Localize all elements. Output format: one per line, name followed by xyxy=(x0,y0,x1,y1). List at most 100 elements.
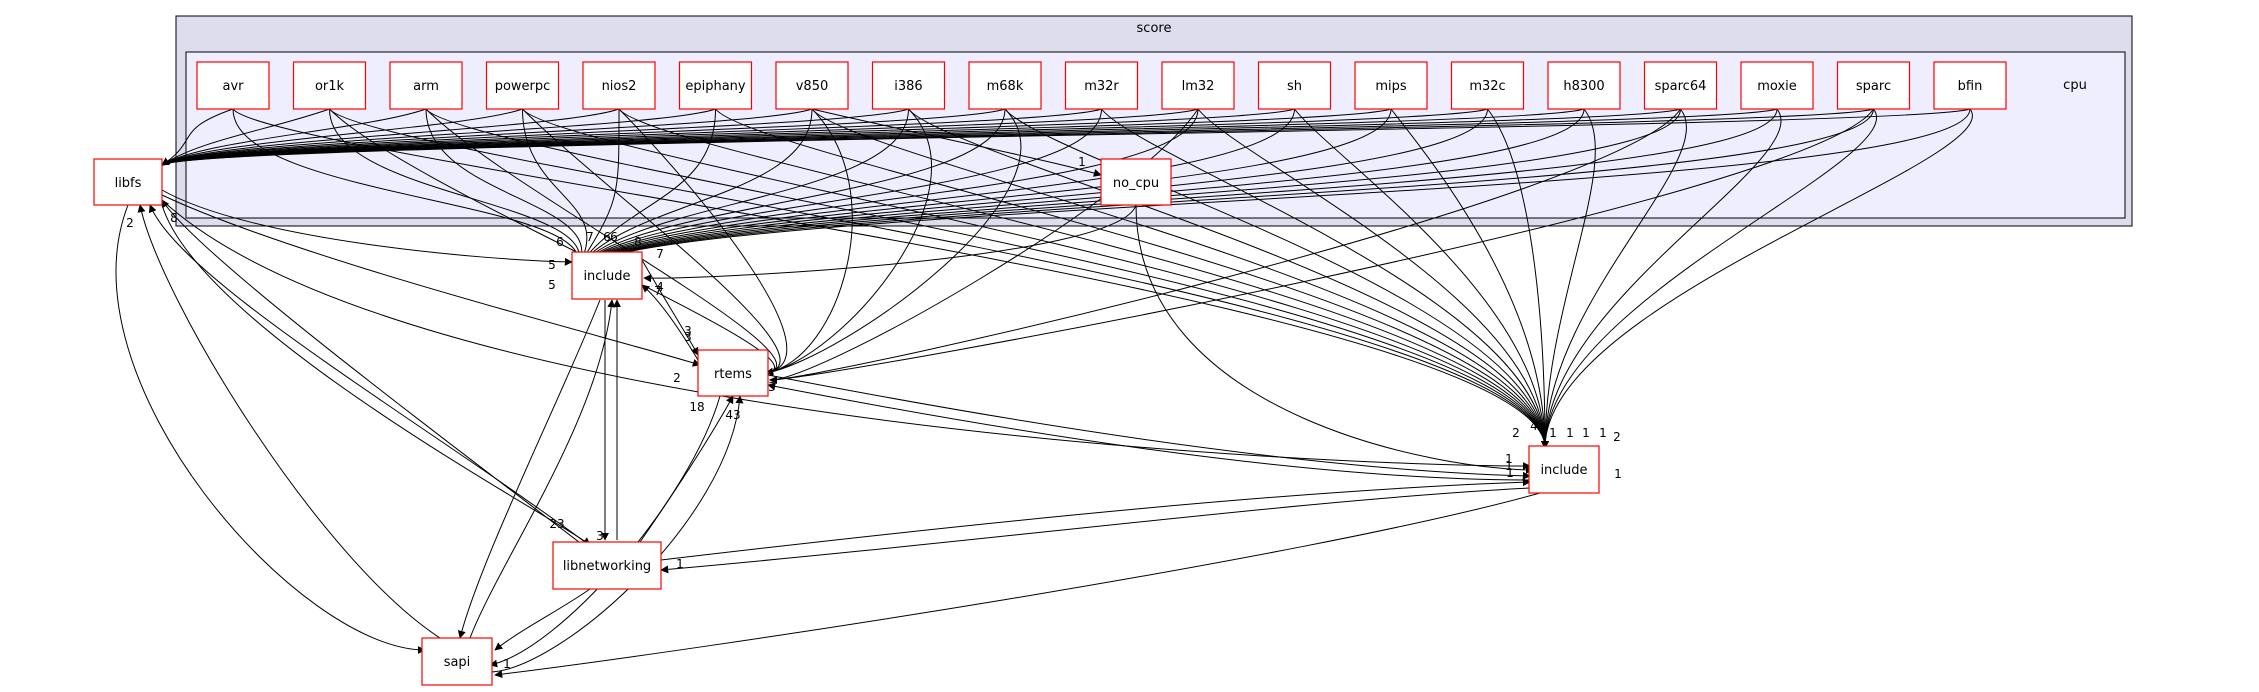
edge-label: 2 xyxy=(1613,430,1621,444)
node-cpu-arm-label: arm xyxy=(413,79,439,94)
node-sapi-label: sapi xyxy=(444,655,471,670)
edge-label: 4 xyxy=(656,280,664,294)
node-cpu-i386-label: i386 xyxy=(894,79,922,94)
node-rtems[interactable]: rtems xyxy=(697,349,769,397)
edge-70 xyxy=(161,189,573,266)
node-cpu-arm[interactable]: arm xyxy=(389,61,463,110)
node-cpu-sparc64-label: sparc64 xyxy=(1655,79,1707,94)
node-cpu-powerpc-label: powerpc xyxy=(495,79,551,94)
edge-28 xyxy=(1101,108,1549,449)
edge-55 xyxy=(1541,108,1973,449)
node-cpu-epiphany[interactable]: epiphany xyxy=(678,61,753,110)
edge-label: 43 xyxy=(725,408,740,422)
edge-68 xyxy=(643,204,1137,283)
node-libfs[interactable]: libfs xyxy=(93,158,163,206)
node-cpu-bfin-label: bfin xyxy=(1958,79,1983,94)
edge-4 xyxy=(329,108,1549,449)
edge-89 xyxy=(494,492,1541,679)
node-cpu-nios2[interactable]: nios2 xyxy=(582,61,656,110)
node-libnetworking[interactable]: libnetworking xyxy=(552,541,662,590)
edge-73 xyxy=(161,204,591,546)
edge-label: 1 xyxy=(1505,452,1513,466)
node-cpu-or1k-label: or1k xyxy=(315,79,345,94)
node-cpu-or1k[interactable]: or1k xyxy=(292,61,367,110)
node-cpu-avr[interactable]: avr xyxy=(196,61,270,110)
edge-58 xyxy=(425,108,777,376)
edge-33 xyxy=(574,108,1295,273)
node-cpu-powerpc[interactable]: powerpc xyxy=(485,61,560,110)
edge-label: 3 xyxy=(596,529,604,543)
edge-label: 18 xyxy=(689,400,704,414)
node-cpu-epiphany-label: epiphany xyxy=(685,79,746,94)
edge-84 xyxy=(660,478,1531,561)
edge-63 xyxy=(765,108,1022,376)
node-cpu-sh[interactable]: sh xyxy=(1257,61,1332,110)
edge-7 xyxy=(425,108,1549,449)
node-score-include[interactable]: include xyxy=(571,251,643,300)
node-sapi[interactable]: sapi xyxy=(421,637,493,686)
edge-label: 1 xyxy=(1599,426,1607,440)
edge-42 xyxy=(574,108,1585,273)
node-no-cpu[interactable]: no_cpu xyxy=(1100,158,1172,206)
edge-21 xyxy=(574,108,909,273)
cluster-score-label: score xyxy=(1137,21,1172,36)
node-libnetworking-label: libnetworking xyxy=(563,559,651,574)
edge-80 xyxy=(469,299,616,639)
edges xyxy=(115,108,1973,679)
edge-label: 6 xyxy=(556,235,564,249)
node-cpu-moxie[interactable]: moxie xyxy=(1740,61,1814,110)
edge-88 xyxy=(489,395,744,673)
node-cpu-sparc[interactable]: sparc xyxy=(1836,61,1911,110)
edge-6 xyxy=(425,108,583,273)
node-cpu-m68k-label: m68k xyxy=(987,79,1024,94)
edge-61 xyxy=(765,108,853,376)
node-cpu-i386[interactable]: i386 xyxy=(871,61,946,110)
edge-86 xyxy=(494,588,591,651)
edge-36 xyxy=(574,108,1392,273)
node-cpu-m32c[interactable]: m32c xyxy=(1450,61,1525,110)
node-cpu-m68k[interactable]: m68k xyxy=(968,61,1042,110)
edge-26 xyxy=(161,108,1006,166)
edge-49 xyxy=(1541,108,1782,449)
edge-1 xyxy=(232,108,1549,449)
node-cpu-h8300[interactable]: h8300 xyxy=(1547,61,1621,110)
edge-0 xyxy=(232,108,583,273)
edge-30 xyxy=(574,108,1199,273)
edge-56 xyxy=(161,108,1971,166)
edge-label: 5 xyxy=(548,258,556,272)
edge-label: 1 xyxy=(1549,426,1557,440)
node-cpu-v850-label: v850 xyxy=(796,79,829,94)
edge-20 xyxy=(161,108,813,166)
node-cpu-sparc64[interactable]: sparc64 xyxy=(1643,61,1718,110)
edge-91 xyxy=(137,204,441,639)
node-cpu-v850[interactable]: v850 xyxy=(775,61,849,110)
edge-5 xyxy=(161,108,330,166)
node-no-cpu-label: no_cpu xyxy=(1113,176,1159,191)
node-cpu-h8300-label: h8300 xyxy=(1563,79,1604,94)
edge-label: 6 xyxy=(603,230,611,244)
edge-label: 1 xyxy=(1566,426,1574,440)
edge-72 xyxy=(161,199,1531,470)
edge-76 xyxy=(641,284,699,361)
edge-label: 1 xyxy=(676,557,684,571)
edge-92 xyxy=(148,204,586,543)
edge-label: 2 xyxy=(673,371,681,385)
node-cpu-lm32[interactable]: lm32 xyxy=(1161,61,1235,110)
node-cpu-mips[interactable]: mips xyxy=(1354,61,1428,110)
node-cpu-m32r[interactable]: m32r xyxy=(1064,61,1139,110)
edge-52 xyxy=(1541,108,1877,449)
edge-39 xyxy=(574,108,1488,273)
edge-31 xyxy=(1197,108,1549,449)
node-cpu-bfin[interactable]: bfin xyxy=(1933,61,2007,110)
edge-label: 1 xyxy=(1078,155,1086,169)
edge-74 xyxy=(115,204,426,654)
edge-46 xyxy=(1541,108,1687,449)
edge-62 xyxy=(765,108,932,376)
edge-label: 7 xyxy=(656,247,664,261)
node-include[interactable]: include xyxy=(1528,445,1600,494)
node-cpu-nios2-label: nios2 xyxy=(602,79,637,94)
edge-label: 1 xyxy=(1614,467,1622,481)
edge-11 xyxy=(161,108,523,166)
edge-label: 2 xyxy=(1512,426,1520,440)
